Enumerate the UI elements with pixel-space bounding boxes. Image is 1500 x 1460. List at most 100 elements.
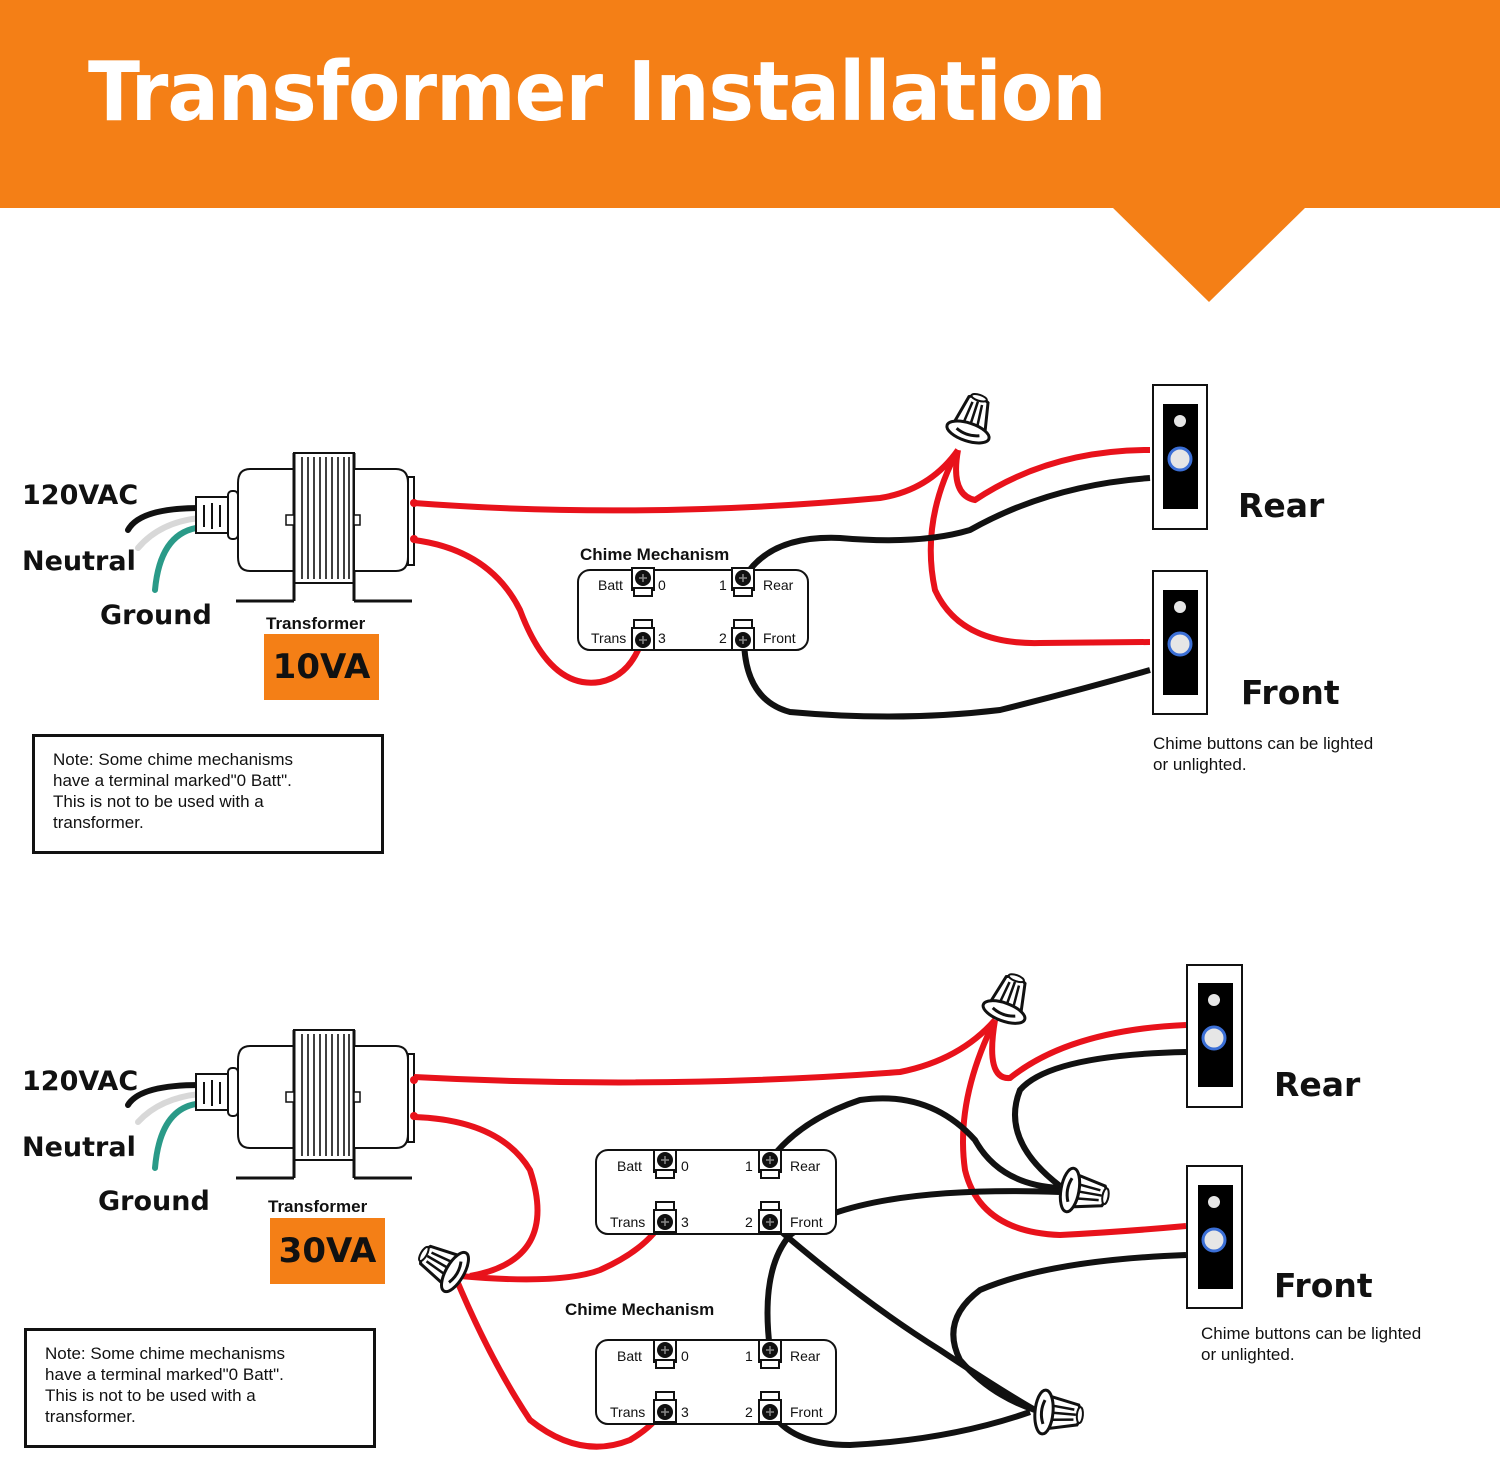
doorbell-button-front <box>1186 1165 1243 1309</box>
terminal-label-batt: Batt <box>598 577 623 593</box>
terminal-label-batt: Batt <box>617 1158 642 1174</box>
label-neutral: Neutral <box>22 1132 136 1163</box>
button-caption: Chime buttons can be lighted or unlighte… <box>1153 733 1373 775</box>
terminal-label-trans: Trans <box>591 630 626 646</box>
wire-nut-icon <box>978 966 1040 1030</box>
hot-wire-black <box>125 505 203 533</box>
terminal-number-2: 2 <box>745 1404 753 1420</box>
terminal-number-0: 0 <box>681 1158 689 1174</box>
transformer-label: Transformer <box>268 1197 368 1216</box>
red-wire-transformer-to-nut <box>413 448 961 514</box>
neutral-wire-white <box>135 515 203 551</box>
terminal-number-1: 1 <box>719 577 727 593</box>
terminal-front <box>758 1201 782 1233</box>
terminal-trans <box>631 619 655 651</box>
terminal-number-2: 2 <box>719 630 727 646</box>
diagram-10va: Chime Mechanism Batt 0 1 Rear Trans 3 2 … <box>22 384 1340 720</box>
terminal-batt <box>631 567 655 597</box>
transformer-30va <box>194 1028 420 1180</box>
label-ground: Ground <box>98 1186 210 1217</box>
terminal-label-rear: Rear <box>790 1348 821 1364</box>
ground-wire-green <box>152 1101 199 1171</box>
terminal-rear <box>758 1149 782 1179</box>
terminal-number-1: 1 <box>745 1158 753 1174</box>
ground-wire-green <box>152 525 199 593</box>
red-wire-nut-to-front <box>927 448 1151 647</box>
terminal-trans <box>653 1201 677 1233</box>
red-wire-nut-to-chime1-trans <box>459 1220 665 1283</box>
page-title: Transformer Installation <box>88 45 1107 140</box>
wire-nut-icon <box>408 1231 476 1298</box>
label-neutral: Neutral <box>22 546 136 577</box>
terminal-label-rear: Rear <box>790 1158 821 1174</box>
terminal-label-rear: Rear <box>763 577 794 593</box>
note-line: Note: Some chime mechanisms <box>45 1344 285 1363</box>
chime-title: Chime Mechanism <box>580 545 729 564</box>
note-line: Note: Some chime mechanisms <box>53 750 293 769</box>
button-label-rear: Rear <box>1238 486 1325 525</box>
transformer-label: Transformer <box>266 614 366 633</box>
terminal-number-1: 1 <box>745 1348 753 1364</box>
terminal-front <box>731 619 755 651</box>
terminal-number-0: 0 <box>658 577 666 593</box>
diagram-30va: Batt 0 1 Rear Trans 3 2 Front Chime Mech… <box>22 964 1373 1450</box>
note-line: This is not to be used with a <box>53 792 264 811</box>
black-wire-rear-button <box>1012 1049 1187 1189</box>
chime-title: Chime Mechanism <box>565 1300 714 1319</box>
black-wire-chime1-front <box>768 1219 1037 1413</box>
terminal-number-0: 0 <box>681 1348 689 1364</box>
red-wire-transformer-to-nut-bottom <box>413 1114 541 1279</box>
black-wire-rear-to-chime <box>741 475 1151 580</box>
note-line: have a terminal marked"0 Batt". <box>53 771 292 790</box>
hot-wire-black <box>125 1082 203 1108</box>
red-wire-transformer-to-trans <box>413 537 645 686</box>
doorbell-button-rear <box>1186 964 1243 1108</box>
red-wire-nut-to-chime2-trans <box>452 1274 665 1450</box>
terminal-number-3: 3 <box>681 1404 689 1420</box>
terminal-trans <box>653 1391 677 1423</box>
note-line: have a terminal marked"0 Batt". <box>45 1365 284 1384</box>
terminal-rear <box>758 1339 782 1369</box>
wire-nut-icon <box>1055 1165 1114 1220</box>
terminal-number-3: 3 <box>681 1214 689 1230</box>
note-line: transformer. <box>53 813 144 832</box>
red-wire-transformer-to-nut-top <box>413 1018 998 1086</box>
caption-line: or unlighted. <box>1153 755 1247 774</box>
red-wire-nut-to-front <box>960 1018 1187 1239</box>
terminal-label-front: Front <box>790 1214 823 1230</box>
black-wire-front-to-chime <box>741 639 1151 720</box>
header-banner-pointer <box>1112 207 1306 302</box>
terminal-label-batt: Batt <box>617 1348 642 1364</box>
caption-line: Chime buttons can be lighted <box>1201 1324 1422 1343</box>
red-wire-nut-to-rear <box>953 447 1151 504</box>
red-wire-nut-to-rear <box>989 1019 1187 1081</box>
label-ground: Ground <box>100 600 212 631</box>
button-label-front: Front <box>1274 1266 1373 1305</box>
wire-nut-icon <box>1031 1387 1087 1439</box>
black-wire-front-button <box>950 1252 1187 1413</box>
terminal-label-trans: Trans <box>610 1214 645 1230</box>
note-line: transformer. <box>45 1407 136 1426</box>
terminal-front <box>758 1391 782 1423</box>
caption-line: Chime buttons can be lighted <box>1153 734 1374 753</box>
neutral-wire-white <box>135 1091 203 1125</box>
button-label-front: Front <box>1241 673 1340 712</box>
terminal-batt <box>653 1339 677 1369</box>
label-120vac: 120VAC <box>22 480 138 511</box>
terminal-label-front: Front <box>763 630 796 646</box>
caption-line: or unlighted. <box>1201 1345 1295 1364</box>
terminal-label-front: Front <box>790 1404 823 1420</box>
transformer-rating-badge: 30VA <box>270 1218 385 1284</box>
transformer-10va <box>194 451 420 603</box>
label-120vac: 120VAC <box>22 1066 138 1097</box>
button-caption: Chime buttons can be lighted or unlighte… <box>1201 1323 1421 1365</box>
note-box: Note: Some chime mechanisms have a termi… <box>32 734 384 854</box>
transformer-rating-badge: 10VA <box>264 634 379 700</box>
black-wire-chime1-rear <box>767 1095 1061 1191</box>
button-label-rear: Rear <box>1274 1065 1361 1104</box>
note-line: This is not to be used with a <box>45 1386 256 1405</box>
terminal-number-3: 3 <box>658 630 666 646</box>
terminal-number-2: 2 <box>745 1214 753 1230</box>
doorbell-button-rear <box>1152 384 1208 530</box>
